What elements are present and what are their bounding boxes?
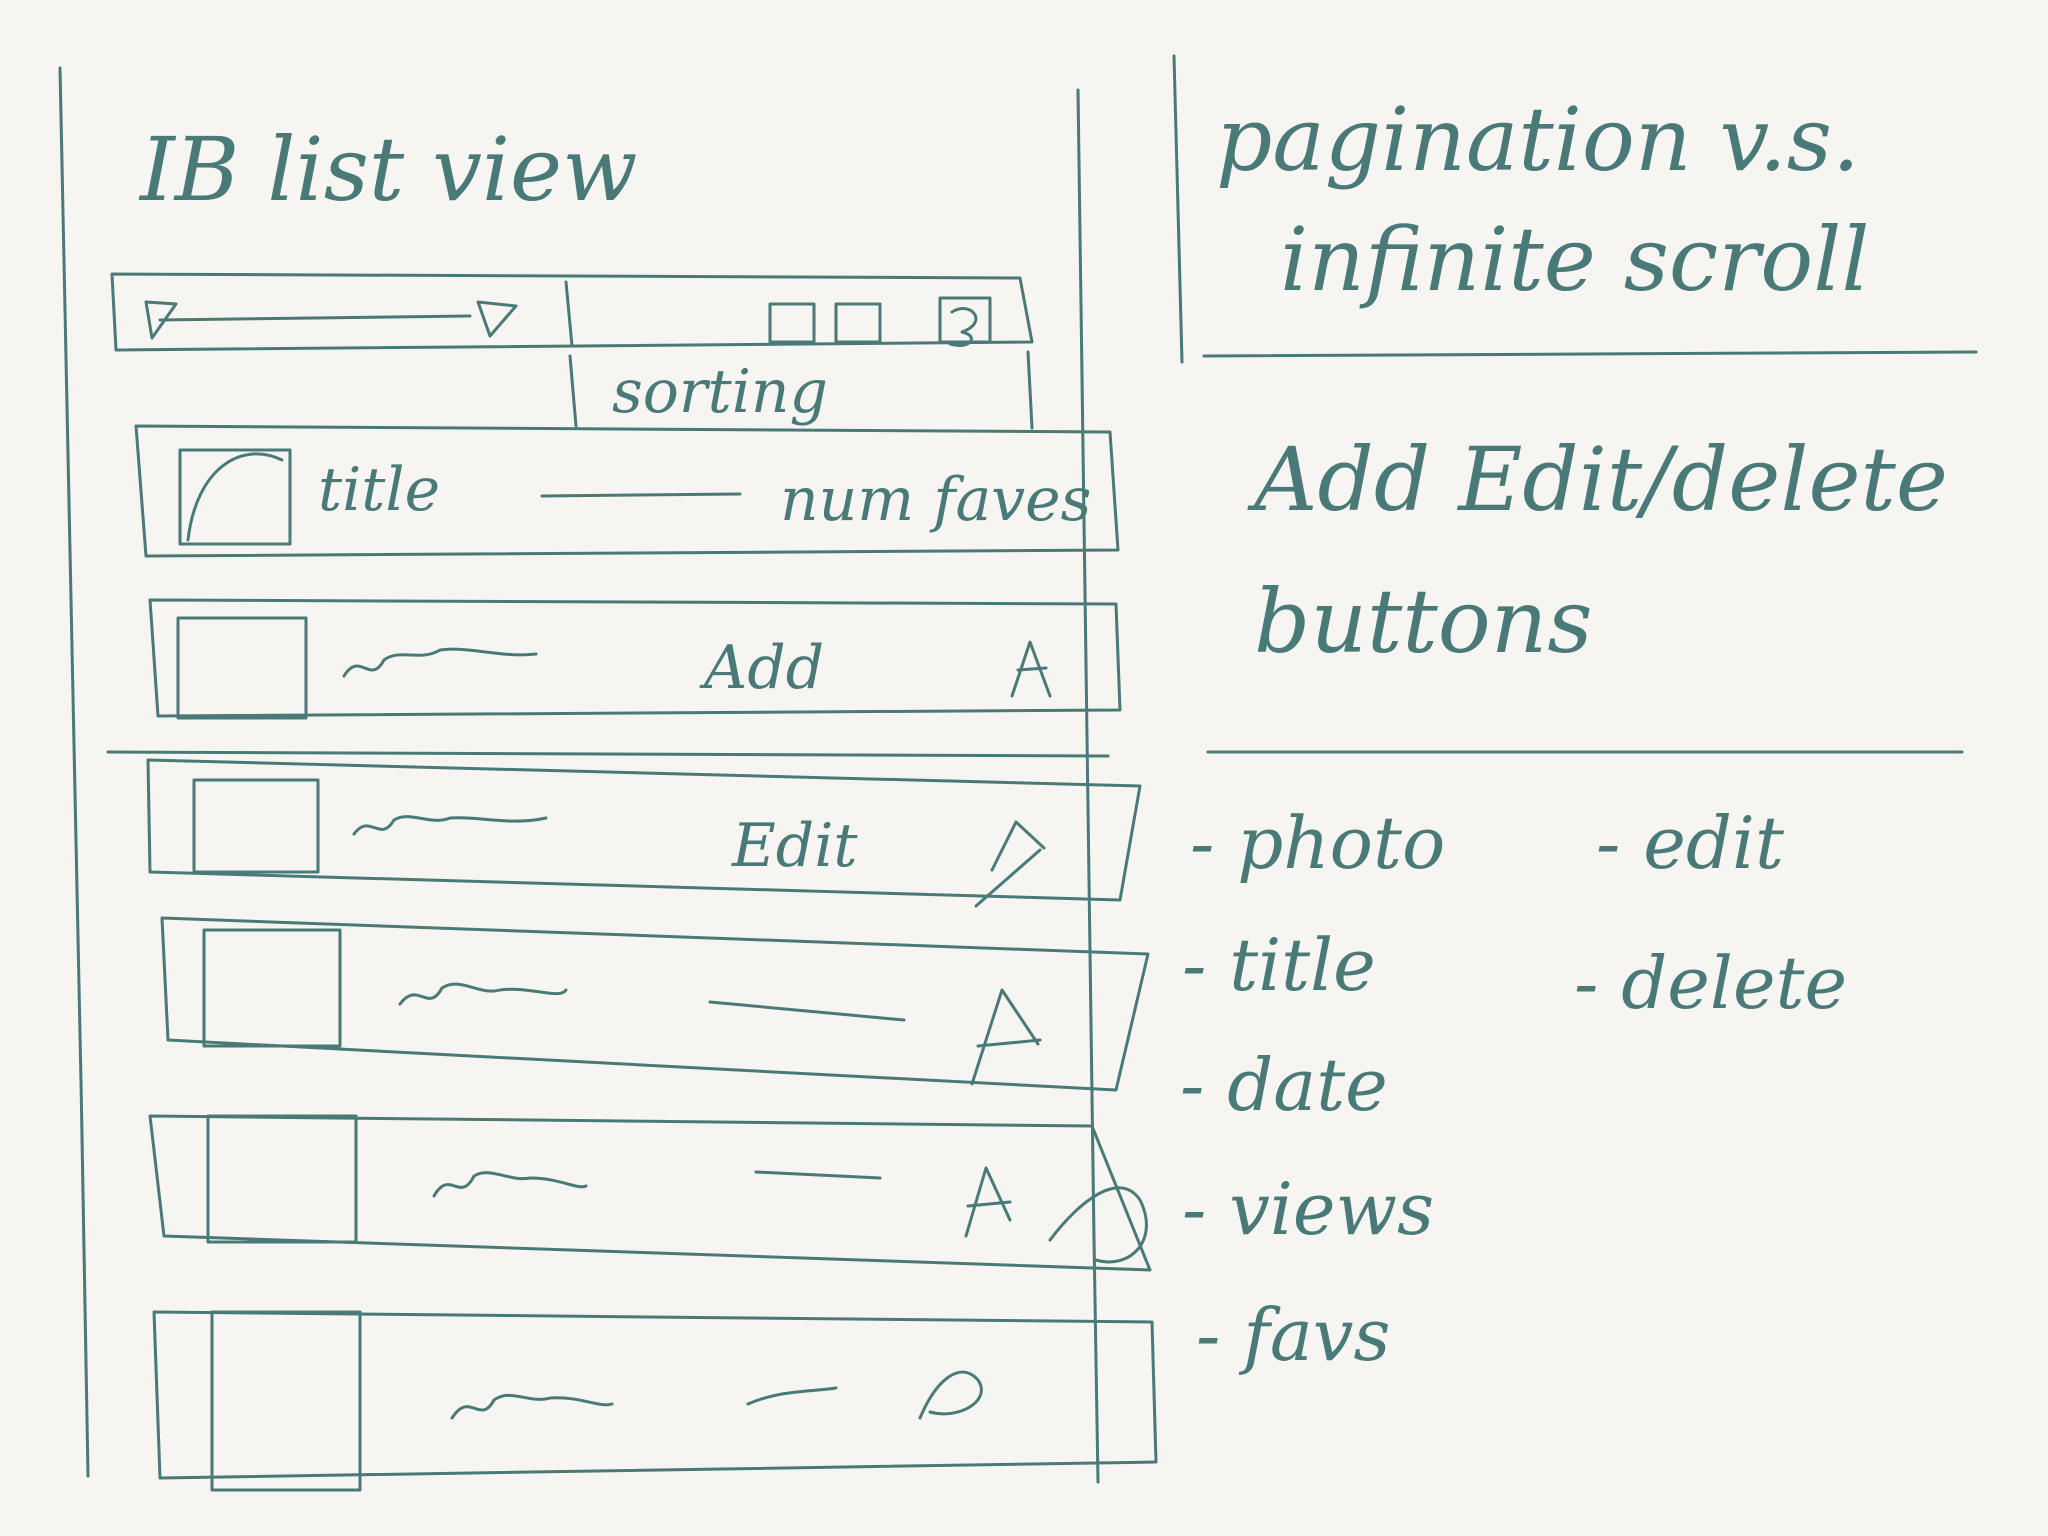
notes-separator xyxy=(1172,54,1184,364)
thumbnail-placeholder xyxy=(178,448,292,546)
range-slider[interactable] xyxy=(144,300,518,340)
row-title-scribble xyxy=(352,815,548,836)
sorting-label[interactable]: sorting xyxy=(612,357,828,427)
field-date: - date xyxy=(1180,1043,1388,1127)
thumbnail-placeholder xyxy=(210,1310,362,1492)
thumbnail-placeholder xyxy=(192,778,320,874)
page-title: IB list view xyxy=(138,118,637,221)
list-row[interactable] xyxy=(160,916,1150,1092)
header-title-label: title xyxy=(318,455,440,525)
list-row[interactable]: Edit xyxy=(146,758,1142,908)
favorite-icon[interactable] xyxy=(974,820,1046,908)
field-favs: - favs xyxy=(1196,1293,1390,1377)
list-row[interactable] xyxy=(152,1310,1158,1492)
note-buttons-line2: buttons xyxy=(1254,570,1593,673)
row-right-label[interactable]: Edit xyxy=(731,811,858,881)
divider xyxy=(1202,350,1978,358)
field-title: - title xyxy=(1182,923,1376,1007)
note-pagination-line2-text: infinite scroll xyxy=(1280,208,1870,311)
favorite-icon[interactable] xyxy=(1010,640,1052,698)
field-photo: - photo xyxy=(1190,801,1445,885)
row-date-scribble xyxy=(754,1170,882,1180)
scroll-indicator xyxy=(1048,1186,1148,1264)
thumbnail-placeholder xyxy=(202,928,342,1048)
field-views: - views xyxy=(1182,1167,1434,1251)
row-title-scribble xyxy=(398,982,568,1006)
list-view-icon[interactable] xyxy=(834,302,882,344)
list-row[interactable]: Add xyxy=(148,598,1122,720)
favorite-icon[interactable] xyxy=(918,1370,983,1420)
note-pagination-line1: pagination v.s. xyxy=(1216,88,1860,191)
row-right-label[interactable]: Add xyxy=(699,633,824,703)
row-title-scribble xyxy=(432,1171,588,1198)
note-buttons-line1: Add Edit/delete xyxy=(1247,428,1948,531)
row-date-scribble xyxy=(708,1000,906,1022)
row-title-scribble xyxy=(342,647,538,678)
divider xyxy=(106,750,1110,758)
row-date-scribble xyxy=(746,1386,838,1406)
thumbnail-placeholder xyxy=(176,616,308,720)
action-edit: - edit xyxy=(1596,801,1785,885)
favorite-icon[interactable] xyxy=(970,988,1042,1086)
row-title-scribble xyxy=(450,1393,614,1420)
grid-view-icon[interactable] xyxy=(768,302,816,344)
list-view-frame xyxy=(58,66,1100,1484)
field-list: - photo - title - date - views - favs xyxy=(1180,801,1445,1377)
header-count-label: num faves xyxy=(780,465,1091,535)
list-row[interactable] xyxy=(148,1114,1152,1272)
toolbar: sorting xyxy=(110,272,1034,430)
favorite-icon[interactable] xyxy=(964,1166,1012,1238)
action-list: - edit - delete xyxy=(1574,801,1847,1025)
list-header-row: title num faves xyxy=(134,424,1120,558)
thumbnail-placeholder xyxy=(206,1114,358,1244)
gear-icon[interactable] xyxy=(938,296,992,347)
action-delete: - delete xyxy=(1574,941,1847,1025)
